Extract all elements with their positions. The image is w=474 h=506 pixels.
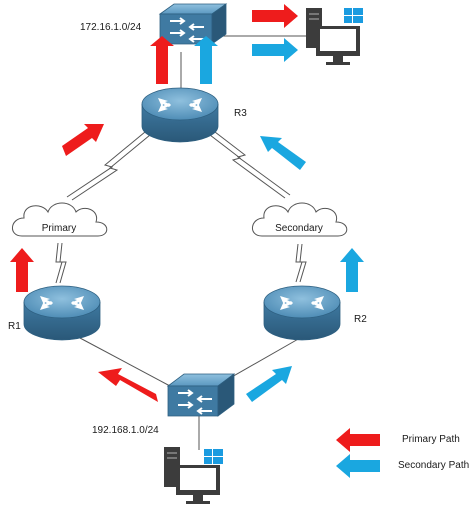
- primary-arrow-bottom: [98, 368, 158, 402]
- router-r1-label: R1: [8, 321, 21, 332]
- secondary-arrow-r3: [260, 136, 306, 170]
- secondary-path-arrows: [194, 36, 380, 478]
- primary-arrow-r3: [62, 124, 104, 156]
- primary-path-arrows: [10, 4, 380, 452]
- cloud-icon: [252, 202, 348, 237]
- secondary-arrow-r2: [340, 248, 364, 292]
- secondary-arrow-bottom: [246, 366, 292, 402]
- legend-primary-label: Primary Path: [402, 434, 460, 445]
- pc-icon: [164, 447, 223, 504]
- primary-legend-arrow: [336, 428, 380, 452]
- serial-link-icon: [55, 131, 307, 284]
- cloud-icon: [12, 202, 108, 237]
- router-r2-label: R2: [354, 314, 367, 325]
- pc-icon: [306, 8, 363, 65]
- legend-secondary-label: Secondary Path: [398, 460, 470, 471]
- secondary-cloud-label: Secondary: [275, 223, 323, 234]
- windows-logo-icon: [204, 449, 223, 464]
- primary-cloud-label: Primary: [41, 223, 77, 234]
- secondary-legend-arrow: [336, 454, 380, 478]
- switch-icon: [158, 3, 228, 45]
- primary-arrow-up-switch: [150, 36, 174, 84]
- top-subnet-label: 172.16.1.0/24: [80, 22, 142, 33]
- switch-icon: [166, 373, 236, 417]
- router-icon: [23, 285, 101, 341]
- windows-logo-icon: [344, 8, 363, 23]
- primary-arrow-pc: [252, 4, 298, 28]
- secondary-arrow-pc: [252, 38, 298, 62]
- router-r3-label: R3: [234, 108, 247, 119]
- primary-arrow-r1: [10, 248, 34, 292]
- secondary-arrow-up-switch: [194, 36, 218, 84]
- router-icon: [141, 87, 219, 143]
- router-icon: [263, 285, 341, 341]
- bottom-subnet-label: 192.168.1.0/24: [92, 425, 159, 436]
